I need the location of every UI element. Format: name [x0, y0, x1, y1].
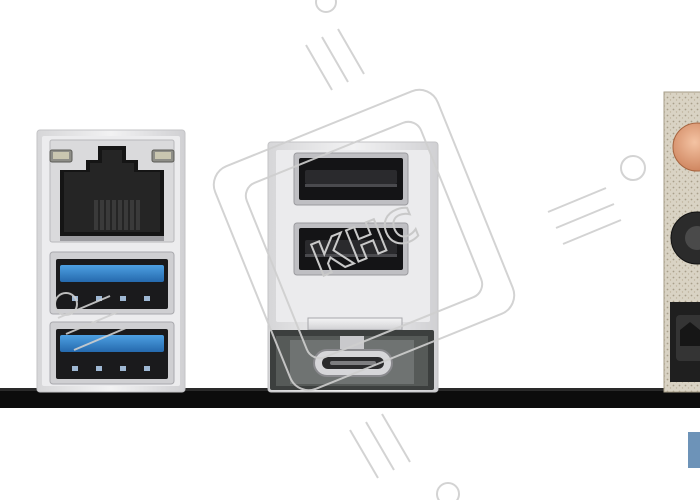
- usb-type-c-port: [270, 330, 434, 390]
- usb2-port-2: [293, 222, 409, 276]
- ethernet-port: [49, 139, 175, 243]
- corner-tab-blue: [688, 432, 700, 468]
- watermark-logo: [54, 0, 646, 500]
- audio-jack-stack: [663, 91, 700, 393]
- audio-jack-orange-icon: [672, 122, 700, 172]
- lan-usb3-stack: [36, 129, 186, 393]
- bracket-base-strip: [0, 390, 700, 408]
- usb3-port-1: [49, 251, 175, 315]
- usb2-typec-stack: [267, 141, 439, 393]
- usb2-port-1: [293, 152, 409, 206]
- usb3-port-2: [49, 321, 175, 385]
